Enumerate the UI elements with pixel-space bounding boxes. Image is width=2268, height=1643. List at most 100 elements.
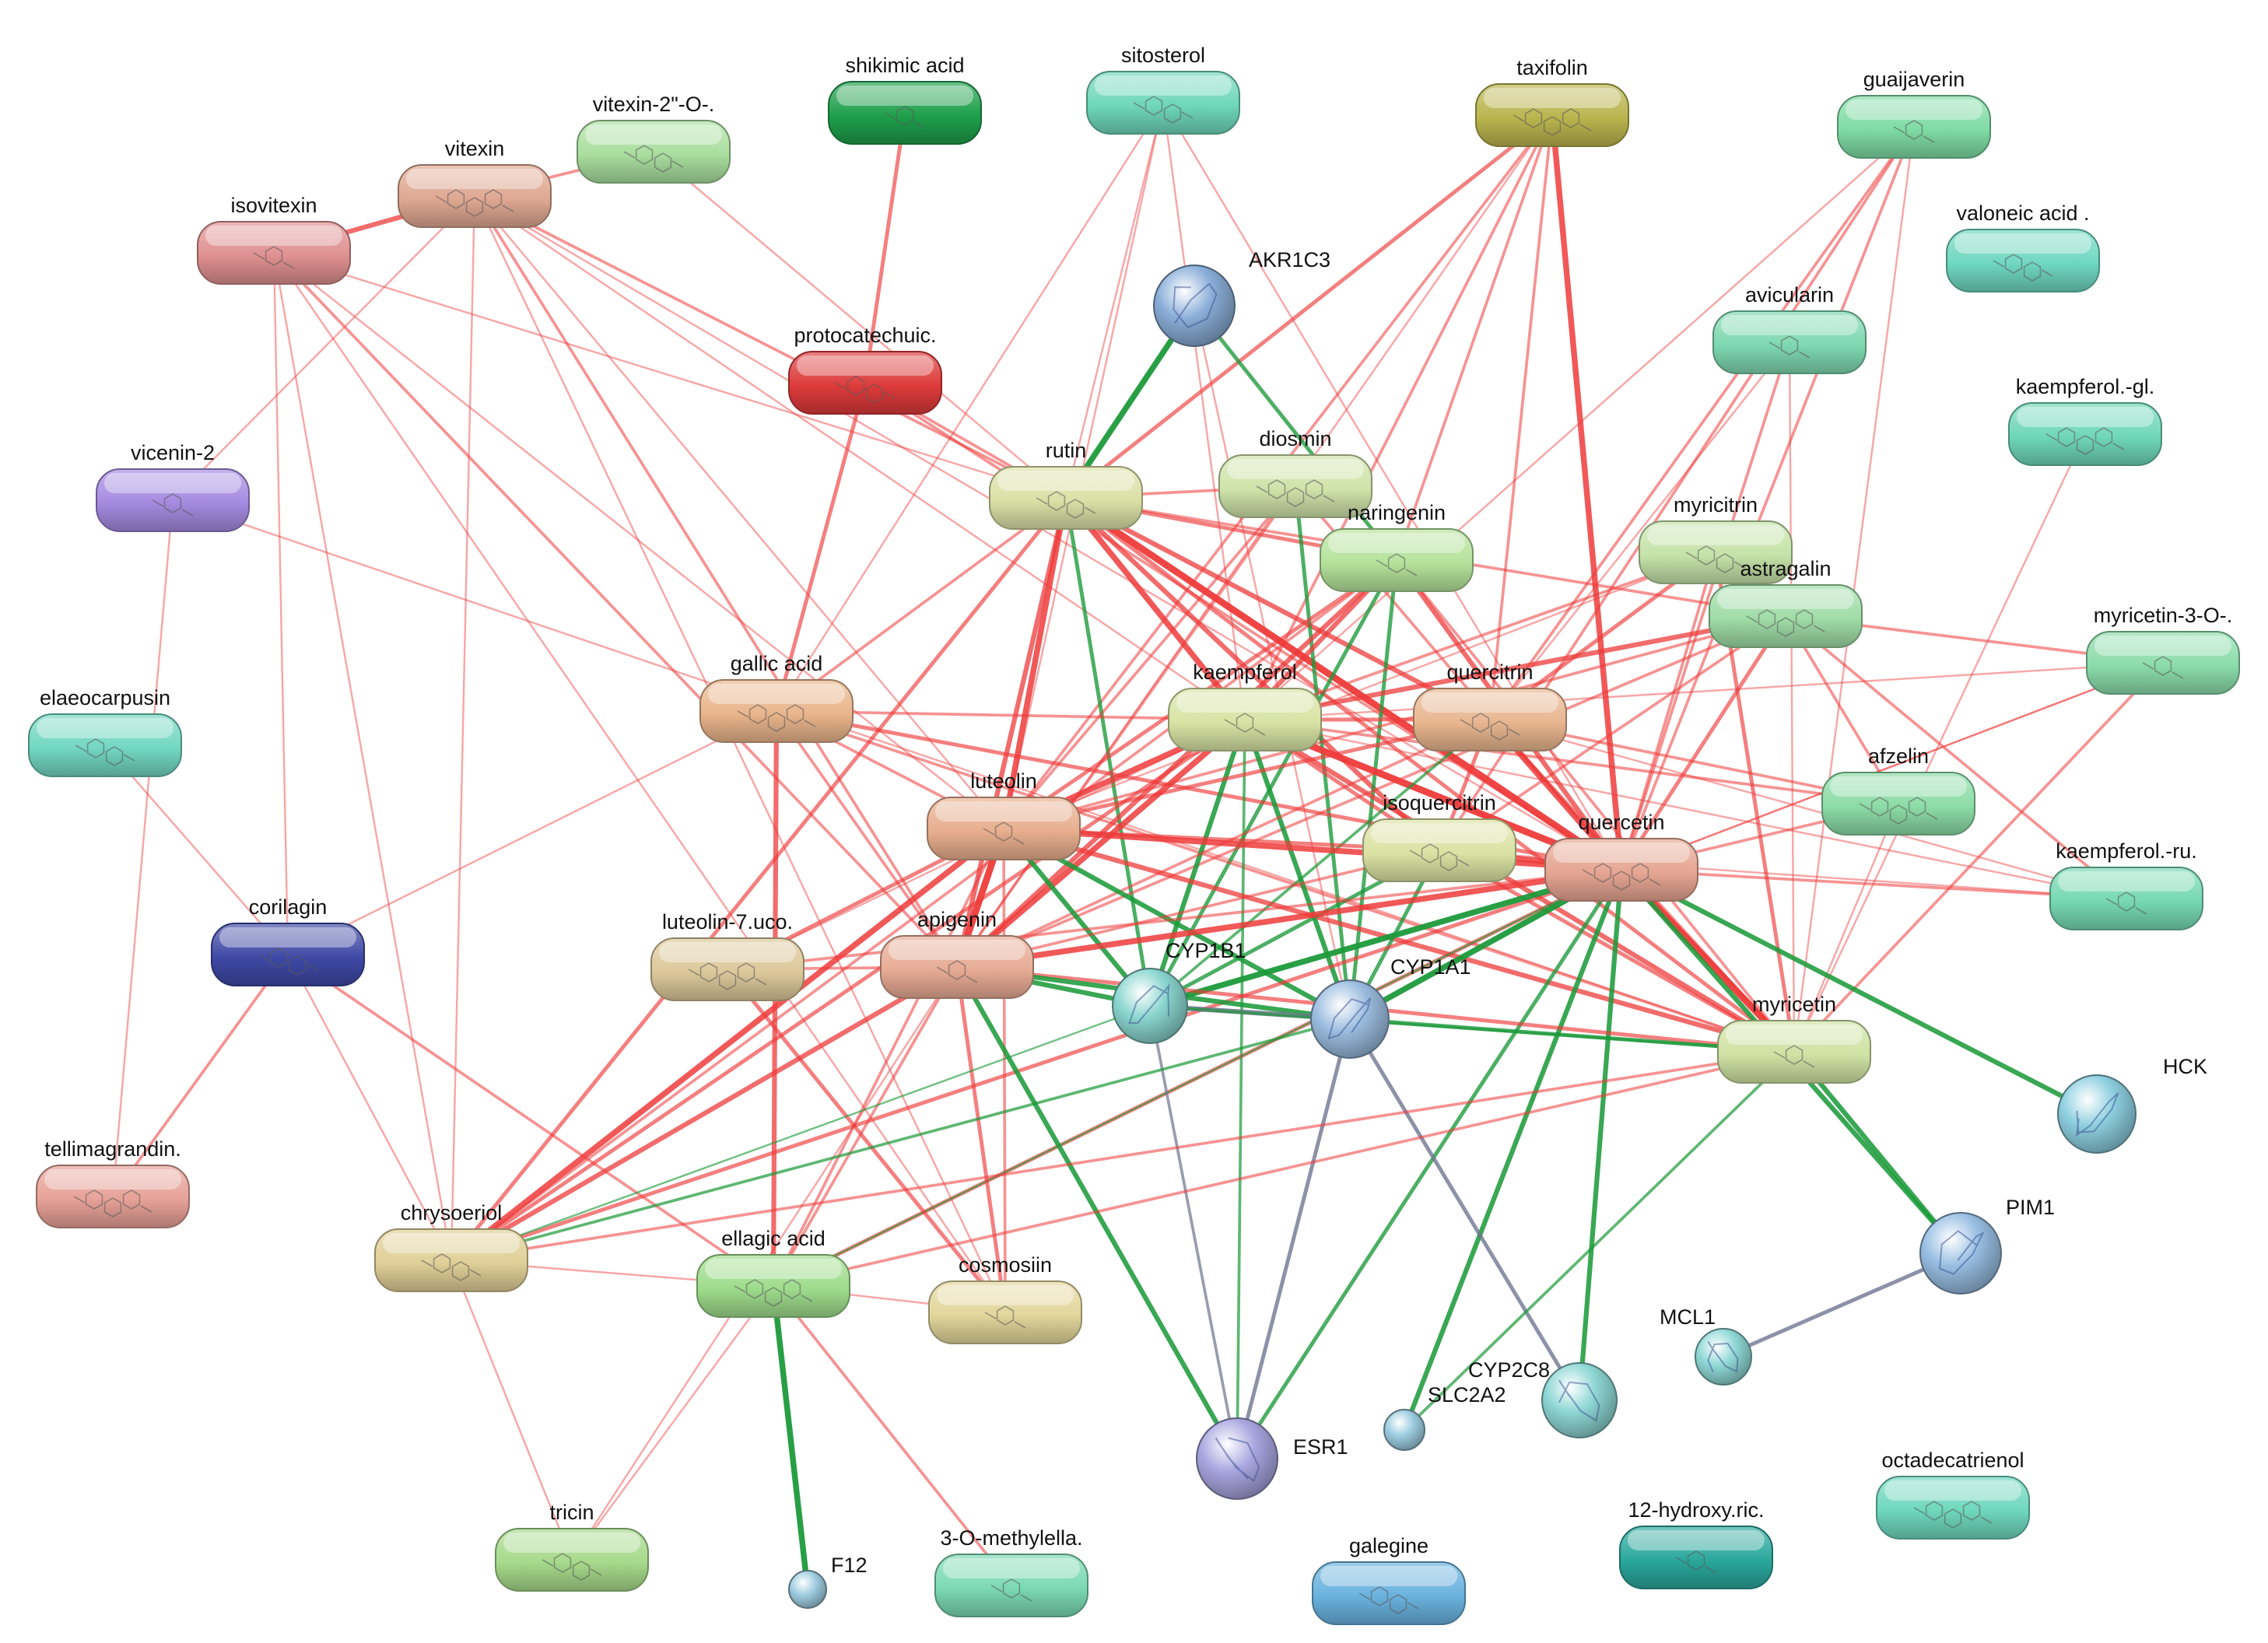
edge-kaempferol-esr1 <box>1236 718 1246 1460</box>
node-octadecatrienol[interactable]: octadecatrienol <box>1876 1449 2030 1540</box>
node-akr1c3[interactable]: AKR1C3 <box>1153 248 1330 347</box>
node-label: MCL1 <box>1660 1305 1716 1329</box>
edge-vitexin-kaempferol <box>473 194 1246 721</box>
node-cyp1b1[interactable]: CYP1B1 <box>1112 939 1246 1044</box>
node-afzelin[interactable]: afzelin <box>1821 744 1975 836</box>
node-label: CYP2C8 <box>1468 1358 1550 1382</box>
pill-gloss <box>37 718 174 738</box>
edge-luteolin_7-quercetin <box>726 868 1623 971</box>
pill-shape <box>1619 1526 1773 1589</box>
pill-gloss <box>705 1259 842 1279</box>
edge-vitexin-luteolin <box>473 194 1005 830</box>
edge-luteolin_7-cosmosiin <box>725 967 1008 1315</box>
edge-sitosterol-rutin <box>1064 101 1165 499</box>
node-shikimic-acid[interactable]: shikimic acid <box>828 54 982 145</box>
node-elaeocarpusin[interactable]: elaeocarpusin <box>28 686 182 777</box>
node-diosmin[interactable]: diosmin <box>1218 427 1372 518</box>
structure-sketch <box>1993 254 2053 282</box>
node-quercitrin[interactable]: quercitrin <box>1413 660 1567 751</box>
node-sitosterol[interactable]: sitosterol <box>1086 44 1240 135</box>
node-label: myricitrin <box>1674 493 1758 517</box>
edge-luteolin-chrysoeriol <box>448 825 1007 1263</box>
edge-myricetin-slc2a2 <box>1403 1050 1796 1431</box>
protein-sphere <box>1919 1212 2002 1294</box>
node-label: 3-O-methylella. <box>940 1526 1082 1550</box>
pill-shape <box>828 81 982 145</box>
node-luteolin-7[interactable]: luteolin-7.uco. <box>650 910 804 1001</box>
pill-gloss <box>2058 871 2195 892</box>
node-myricitrin[interactable]: myricitrin <box>1639 493 1793 584</box>
node-isovitexin[interactable]: isovitexin <box>197 194 351 285</box>
node-quercetin[interactable]: quercetin <box>1544 811 1698 902</box>
node-vicenin-2[interactable]: vicenin-2 <box>96 441 250 532</box>
edge-corilagin-elaeocarpusin <box>103 744 289 956</box>
edge-akr1c3-naringenin <box>1192 303 1399 562</box>
node-kaempferol-gl[interactable]: kaempferol.-gl. <box>2008 375 2162 466</box>
node-cosmosiin[interactable]: cosmosiin <box>928 1253 1082 1344</box>
node-kaempferol[interactable]: kaempferol <box>1168 660 1322 751</box>
node-f12[interactable]: F12 <box>788 1554 868 1609</box>
node-avicularin[interactable]: avicularin <box>1712 283 1867 374</box>
node-vitexin[interactable]: vitexin <box>398 137 552 228</box>
node-ellagic-acid[interactable]: ellagic acid <box>696 1227 850 1318</box>
node-luteolin[interactable]: luteolin <box>927 769 1081 860</box>
node-hck[interactable]: HCK <box>2057 1055 2207 1154</box>
node-hydroxy-ric[interactable]: 12-hydroxy.ric. <box>1619 1498 1773 1589</box>
edge-vicenin_2-tellimagrandin <box>111 499 174 1198</box>
protein-sphere <box>1112 968 1188 1044</box>
node-pim1[interactable]: PIM1 <box>1919 1196 2055 1294</box>
node-cyp2c8[interactable]: CYP2C8 <box>1468 1358 1618 1438</box>
node-label: tricin <box>549 1501 594 1524</box>
node-tellimagrandin[interactable]: tellimagrandin. <box>36 1137 190 1228</box>
node-galegine[interactable]: galegine <box>1312 1534 1466 1625</box>
node-slc2a2[interactable]: SLC2A2 <box>1383 1383 1506 1451</box>
edge-diosmin-apigenin <box>955 485 1297 969</box>
node-label: afzelin <box>1868 744 1929 768</box>
node-isoquercitrin[interactable]: isoquercitrin <box>1362 791 1516 882</box>
edge-quercetin-kaempferol_ru <box>1620 868 2128 900</box>
node-valoneic-acid[interactable]: valoneic acid . <box>1946 201 2100 293</box>
node-kaempferol-ru[interactable]: kaempferol.-ru. <box>2049 839 2203 930</box>
node-cyp1a1[interactable]: CYP1A1 <box>1310 955 1471 1059</box>
node-label: vitexin-2"-O-. <box>593 93 715 116</box>
pill-shape <box>1312 1561 1466 1625</box>
node-naringenin[interactable]: naringenin <box>1320 501 1474 592</box>
structure-sketch <box>1376 553 1418 576</box>
node-protocatechuic[interactable]: protocatechuic. <box>788 324 942 415</box>
node-rutin[interactable]: rutin <box>989 439 1143 530</box>
structure-sketch <box>2105 892 2147 915</box>
node-label: chrysoeriol <box>401 1201 503 1224</box>
node-myricetin-3[interactable]: myricetin-3-O-. <box>2086 604 2240 695</box>
structure-sketch <box>1675 1550 1717 1574</box>
pill-gloss <box>219 927 356 948</box>
pill-gloss <box>1846 100 1982 120</box>
node-corilagin[interactable]: corilagin <box>211 895 365 986</box>
node-label: quercitrin <box>1446 660 1533 684</box>
node-astragalin[interactable]: astragalin <box>1709 557 1863 648</box>
protein-sphere <box>1310 979 1390 1059</box>
node-myricetin[interactable]: myricetin <box>1717 993 1871 1084</box>
node-gallic-acid[interactable]: gallic acid <box>699 652 854 743</box>
node-apigenin[interactable]: apigenin <box>880 908 1034 999</box>
node-chrysoeriol[interactable]: chrysoeriol <box>374 1201 528 1292</box>
pill-gloss <box>659 942 796 962</box>
node-esr1[interactable]: ESR1 <box>1196 1417 1348 1500</box>
structure-sketch <box>884 106 926 129</box>
edge-isovitexin-corilagin <box>272 251 289 956</box>
node-mcl1[interactable]: MCL1 <box>1660 1305 1752 1386</box>
edge-rutin-myricetin <box>1064 496 1797 1054</box>
edge-myricetin_3-kaempferol <box>1243 661 2165 721</box>
node-vitexin-2[interactable]: vitexin-2"-O-. <box>577 93 731 184</box>
node-taxifolin[interactable]: taxifolin <box>1475 56 1629 147</box>
node-guaijaverin[interactable]: guaijaverin <box>1837 68 1991 159</box>
node-label: cosmosiin <box>959 1253 1052 1277</box>
edge-vitexin-vicenin_2 <box>171 194 476 502</box>
structure-sketch <box>1893 120 1935 143</box>
node-methylella[interactable]: 3-O-methylella. <box>934 1526 1088 1617</box>
node-tricin[interactable]: tricin <box>495 1501 649 1592</box>
edge-gallic_acid-myricetin <box>775 709 1796 1053</box>
edge-isovitexin-cosmosiin <box>272 251 1007 1314</box>
pill-gloss <box>2017 407 2154 427</box>
structure-sketch <box>1513 108 1592 136</box>
protein-structure-icon <box>1128 983 1170 1025</box>
